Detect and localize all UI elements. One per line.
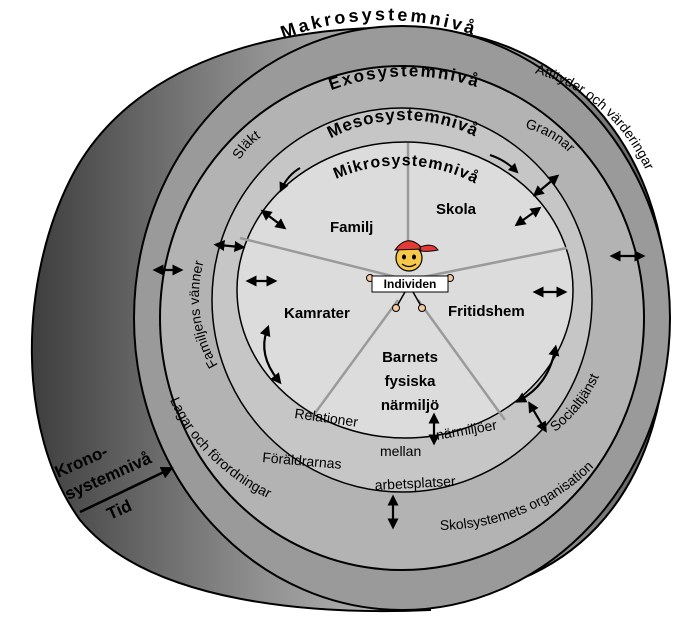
child-icon (366, 240, 454, 312)
double-arrows (152, 174, 646, 530)
fysiska-label: fysiska (385, 373, 437, 390)
fritidshem-label: Fritidshem (448, 303, 525, 320)
arrow-curve-right-icon (515, 344, 560, 403)
arbetsplatser-label: arbetsplatser (374, 473, 456, 493)
arrow-curve-left-icon (259, 324, 282, 385)
narmiljo-label: närmiljö (381, 397, 439, 414)
meso-arrow-right-icon (489, 154, 519, 174)
familj-label: Familj (330, 219, 373, 236)
foraldrarnas-label: Föräldrarnas (262, 449, 342, 472)
skola-label: Skola (436, 201, 477, 218)
individen-box (371, 275, 449, 293)
kamrater-label: Kamrater (284, 305, 350, 322)
arrow-grannar-icon (532, 174, 560, 197)
mellan-label: mellan (380, 443, 421, 459)
arrow-socialtjanst-icon (528, 401, 547, 433)
barnets-label: Barnets (382, 349, 438, 366)
arrow-skola-icon (514, 206, 542, 227)
arrow-familjens-icon (213, 240, 246, 252)
arrow-familj-icon (260, 209, 287, 230)
meso-arrow-left-icon (279, 167, 301, 193)
tid-arrow-icon (79, 467, 174, 514)
individen-label: Individen (384, 277, 437, 291)
